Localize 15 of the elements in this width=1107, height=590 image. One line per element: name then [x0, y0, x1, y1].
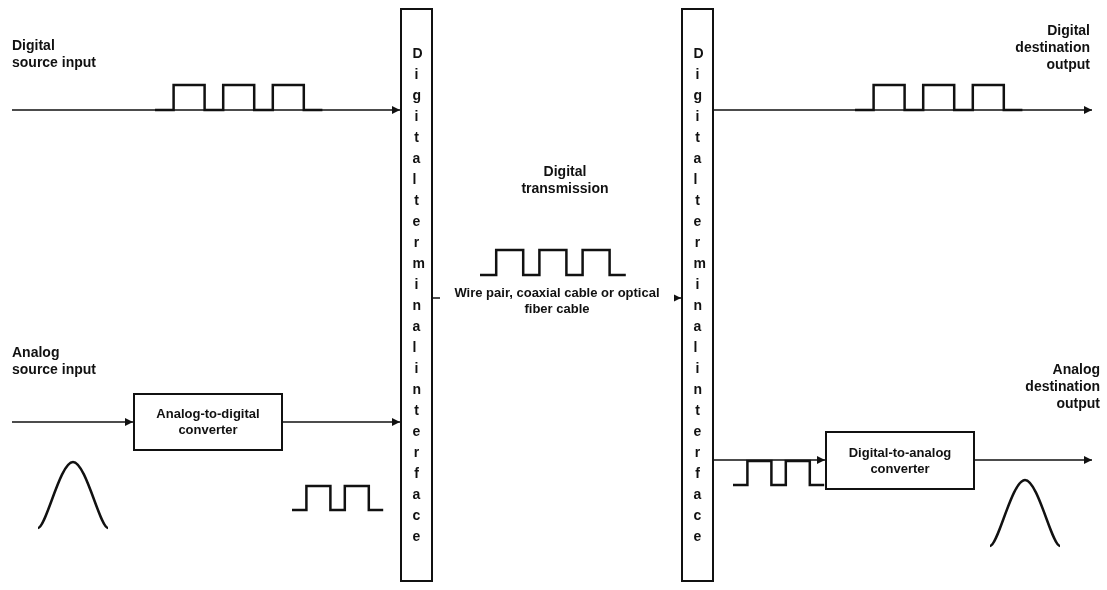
arrow: [713, 106, 1093, 114]
text-label: Digital source input: [12, 37, 97, 71]
arrow: [713, 456, 826, 464]
interface-bar: Digital terminal interface: [681, 8, 714, 582]
process-box: Analog-to-digital converter: [133, 393, 283, 451]
arrow: [282, 418, 401, 426]
text-label: Analog destination output: [1024, 361, 1100, 412]
arrow: [11, 418, 134, 426]
text-label: Digital transmission: [520, 163, 610, 197]
interface-bar: Digital terminal interface: [400, 8, 433, 582]
process-box: Digital-to-analog converter: [825, 431, 975, 490]
text-label: Digital destination output: [1014, 22, 1090, 73]
arrow: [11, 106, 401, 114]
arrow: [974, 456, 1093, 464]
text-label: Analog source input: [12, 344, 97, 378]
